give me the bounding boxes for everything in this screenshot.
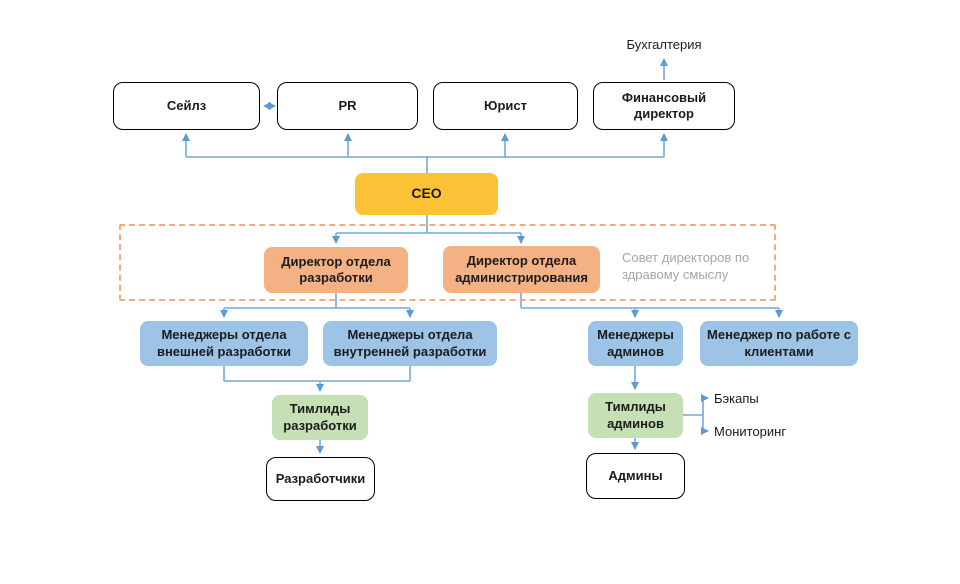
node-lawyer: Юрист	[433, 82, 578, 130]
accounting-label: Бухгалтерия	[626, 37, 702, 52]
node-internal-dev-managers: Менеджеры отдела внутренней разработки	[323, 321, 497, 366]
node-developers: Разработчики	[266, 457, 375, 501]
monitoring-label: Мониторинг	[714, 424, 787, 439]
node-dev-director: Директор отдела разработки	[264, 247, 408, 293]
node-sales: Сейлз	[113, 82, 260, 130]
node-client-manager: Менеджер по работе с клиентами	[700, 321, 858, 366]
backups-label: Бэкапы	[714, 391, 759, 406]
node-pr: PR	[277, 82, 418, 130]
board-note: Совет директоров по здравому смыслу	[622, 250, 750, 282]
node-admin-managers: Менеджеры админов	[588, 321, 683, 366]
node-ceo: CEO	[355, 173, 498, 215]
node-dev-teamleads: Тимлиды разработки	[272, 395, 368, 440]
node-admin-director: Директор отдела администрирования	[443, 246, 600, 293]
node-finance-director: Финансовый директор	[593, 82, 735, 130]
node-admin-teamleads: Тимлиды админов	[588, 393, 683, 438]
node-external-dev-managers: Менеджеры отдела внешней разработки	[140, 321, 308, 366]
node-admins: Админы	[586, 453, 685, 499]
board-dashed-zone	[119, 224, 776, 301]
